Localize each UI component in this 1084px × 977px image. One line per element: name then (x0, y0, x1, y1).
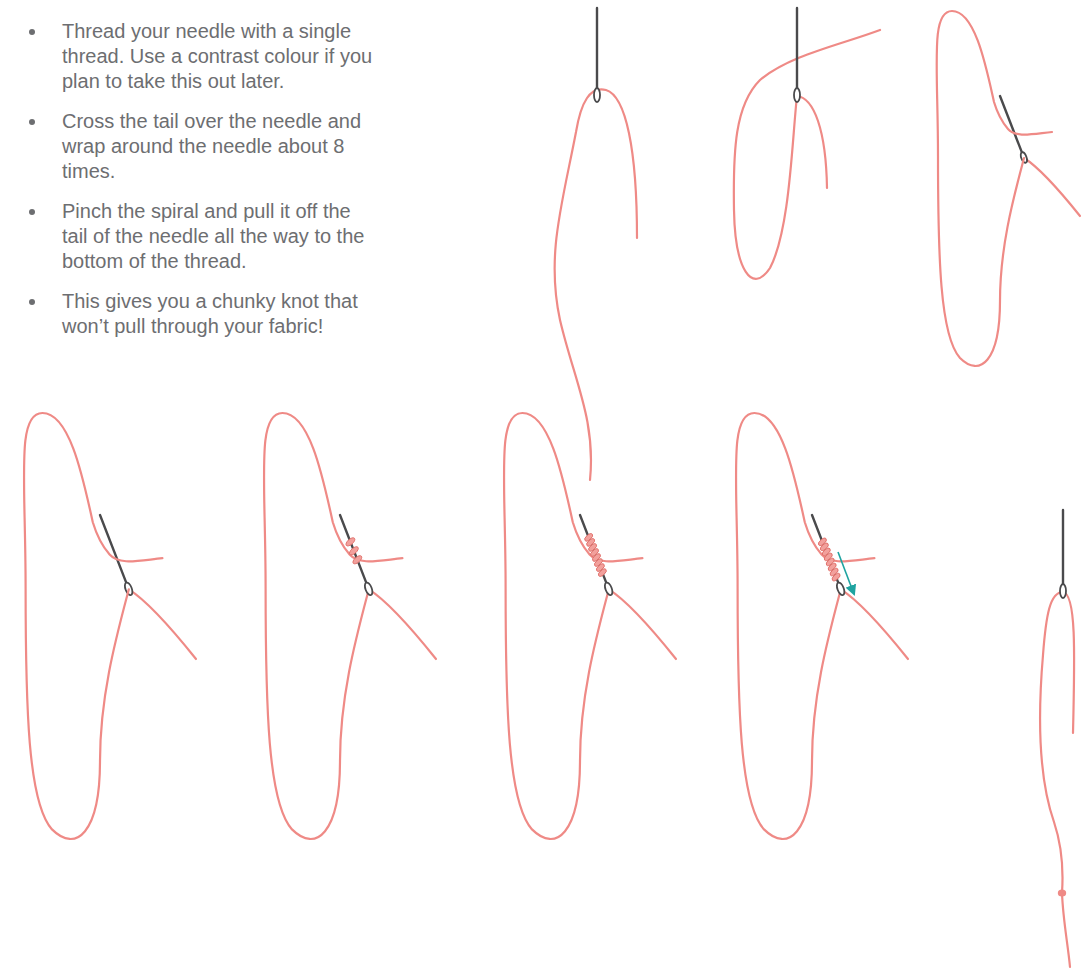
tail-crossing (734, 8, 880, 279)
threaded-needle (555, 8, 637, 480)
crossed-needle (24, 413, 196, 839)
instruction-text: This gives you a chunky knot that won’t … (62, 289, 380, 339)
knotted-thread (1040, 510, 1074, 967)
wrapping-needle (264, 413, 436, 839)
instruction-text: Cross the tail over the needle and wrap … (62, 109, 380, 184)
wrapped-needle (736, 413, 908, 839)
knot (1058, 889, 1066, 896)
bullet-dot (29, 299, 35, 305)
bullet-dot (29, 209, 35, 215)
crossed-needle (937, 11, 1080, 366)
instruction-text: Thread your needle with a single thread.… (62, 19, 380, 94)
bullet-dot (29, 119, 35, 125)
bullet-dot (29, 29, 35, 35)
wrapped-needle (504, 413, 676, 839)
instruction-text: Pinch the spiral and pull it off the tai… (62, 199, 380, 274)
pull-arrow (838, 552, 854, 594)
